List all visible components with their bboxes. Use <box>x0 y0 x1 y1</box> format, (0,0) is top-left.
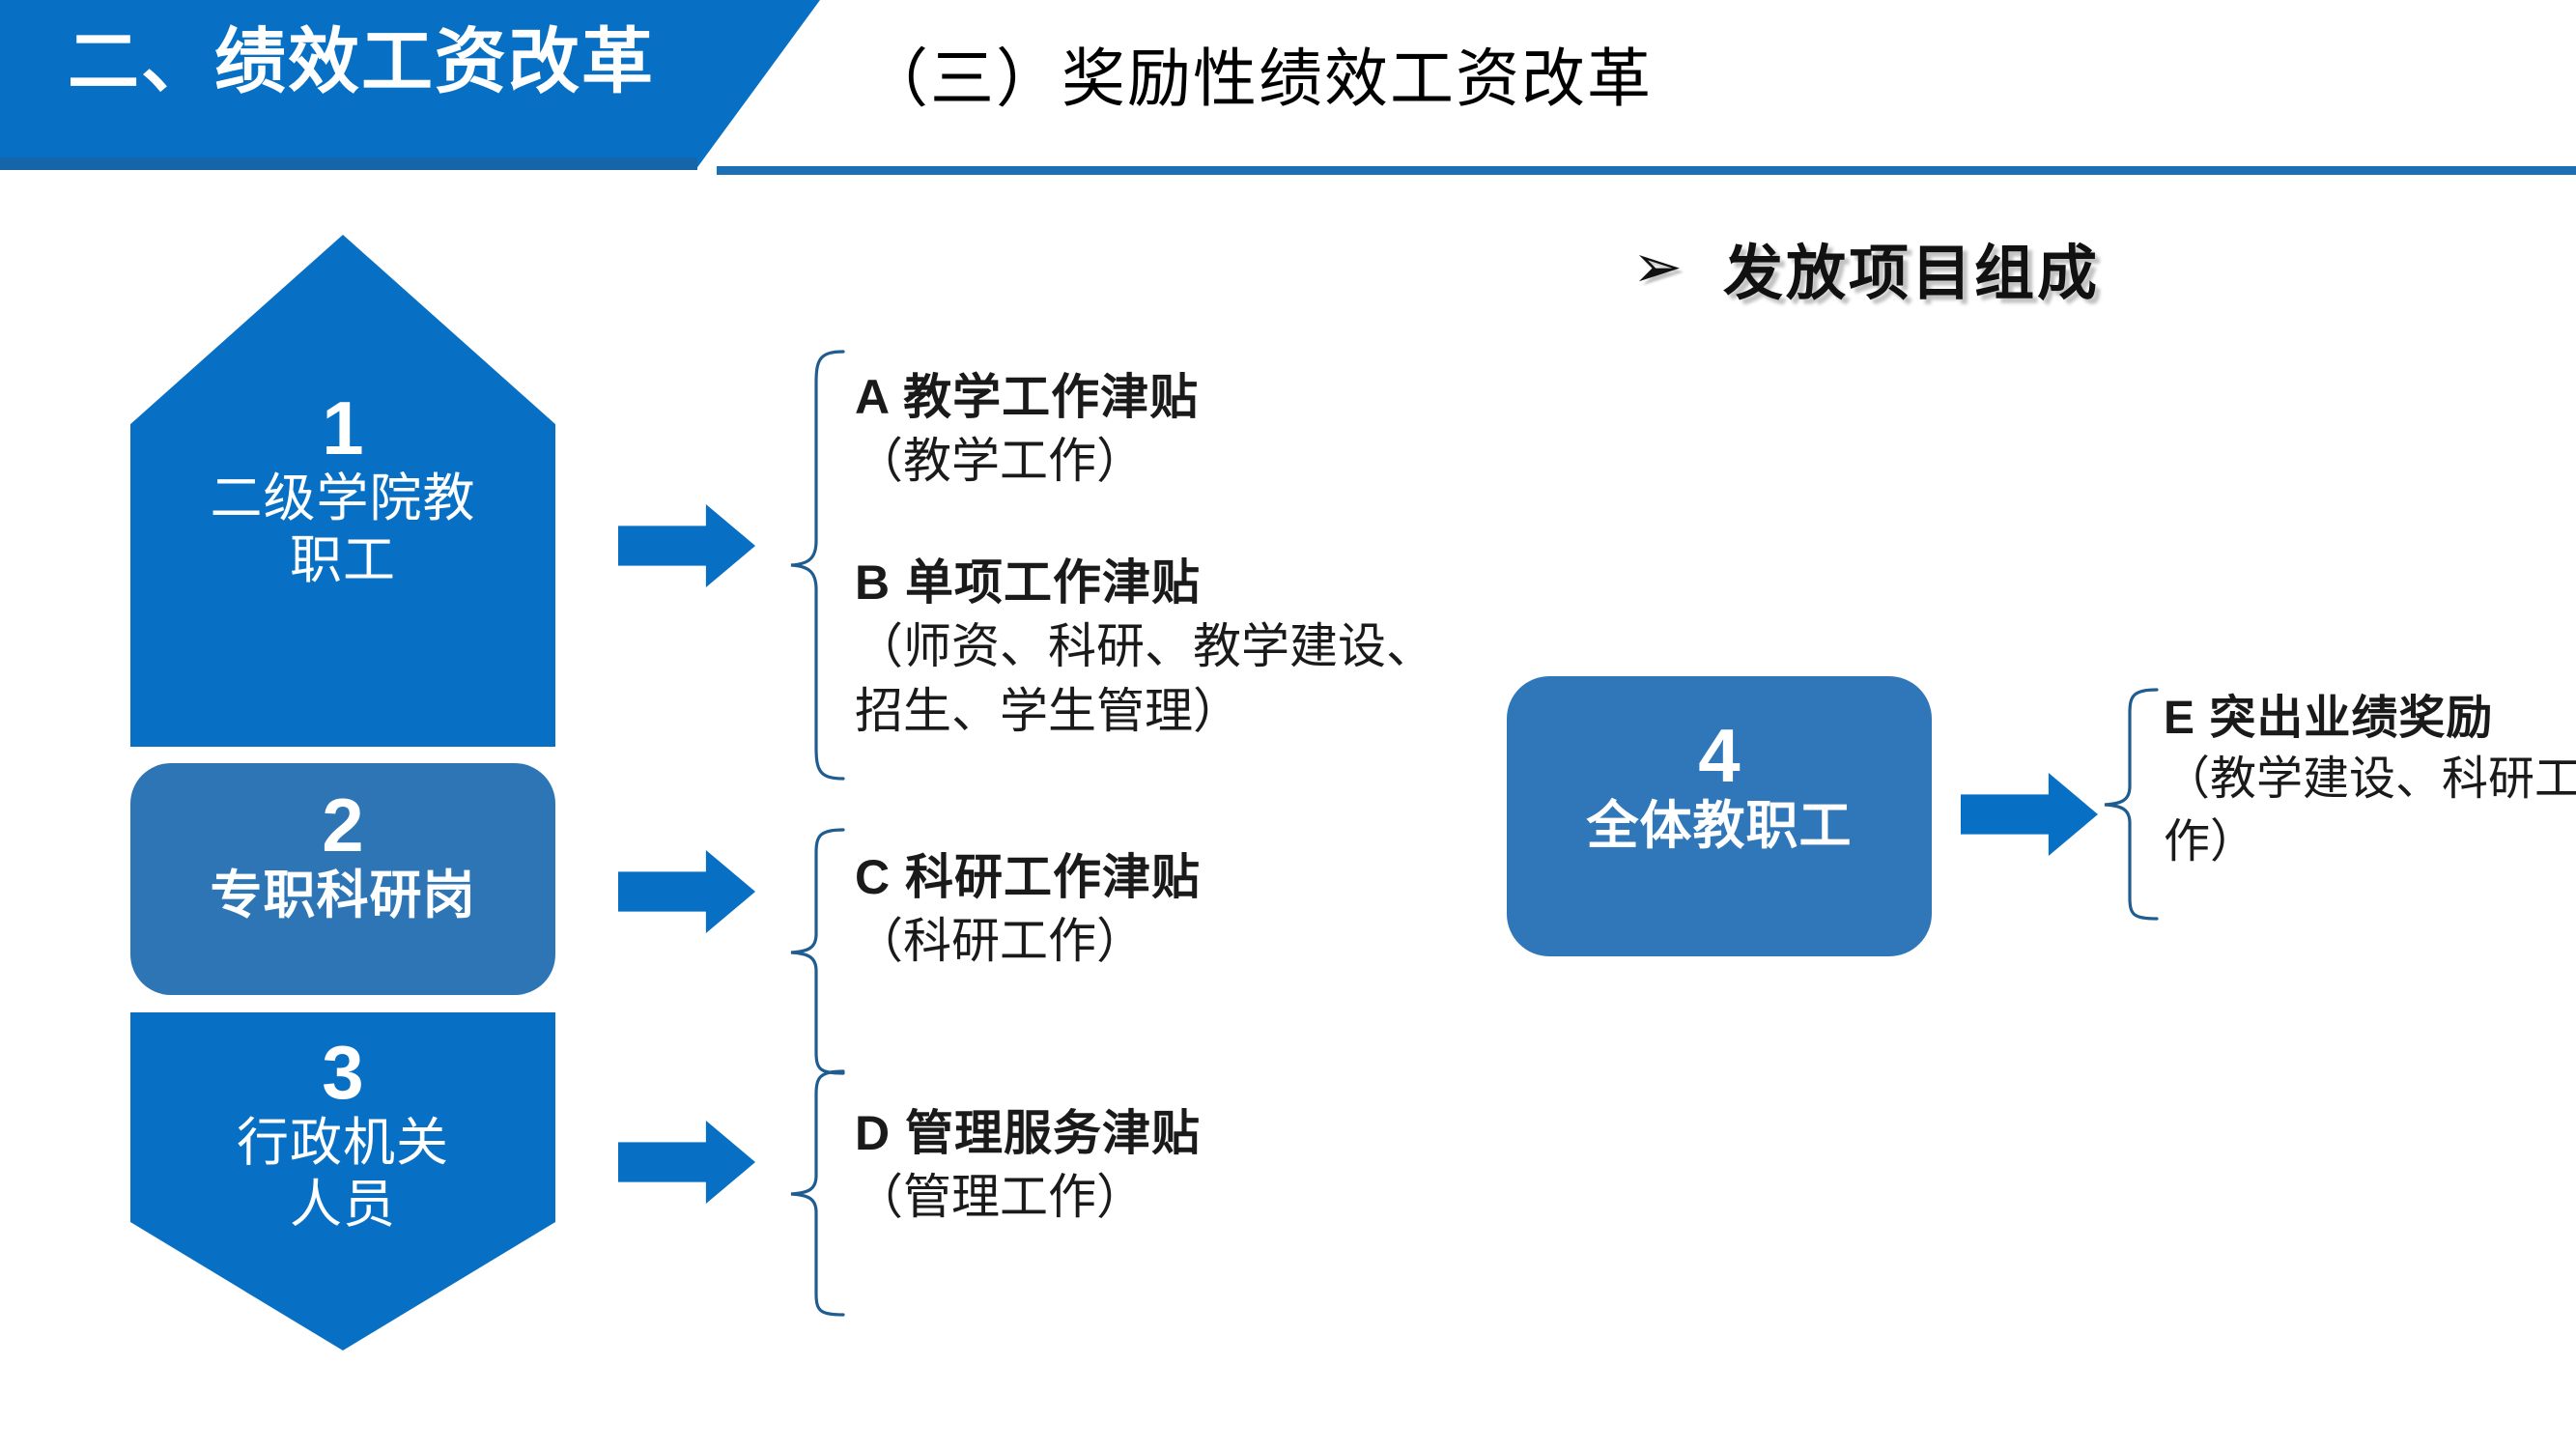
group-number-4: 4 <box>1698 713 1741 798</box>
item-b-title: B 单项工作津贴 <box>855 555 1201 610</box>
item-e-title: E 突出业绩奖励 <box>2164 693 2494 744</box>
group-number-1: 1 <box>322 385 364 470</box>
item-group-d: D 管理服务津贴 （管理工作） <box>855 1101 1454 1230</box>
group-caption-4-line1: 全体教职工 <box>1586 796 1853 855</box>
group-caption-2-line1: 专职科研岗 <box>210 866 476 924</box>
header-banner: 二、绩效工资改革 <box>0 0 820 170</box>
right-arrow-icon-2 <box>618 850 755 933</box>
group-shape-3[interactable]: 3 行政机关 人员 <box>130 1012 555 1350</box>
item-b-sub: （师资、科研、教学建设、招生、学生管理） <box>855 619 1434 738</box>
section-heading-label: 发放项目组成 <box>1722 241 2100 307</box>
item-d-title: D 管理服务津贴 <box>855 1106 1201 1160</box>
header-divider-rule <box>717 166 2576 175</box>
item-a-title: A 教学工作津贴 <box>855 370 1200 424</box>
header-banner-title: 二、绩效工资改革 <box>68 21 655 101</box>
right-arrow-icon-1 <box>618 504 755 587</box>
header-subtitle: （三）奖励性绩效工资改革 <box>864 43 1653 114</box>
curly-brace-icon-e <box>2101 686 2159 923</box>
group-shape-2[interactable]: 2 专职科研岗 <box>130 763 555 995</box>
group-shape-1[interactable]: 1 二级学院教 职工 <box>130 235 555 747</box>
header-banner-underbar <box>0 157 697 170</box>
group-number-2: 2 <box>322 782 364 867</box>
arrow-bullet-icon: ➢ <box>1632 234 1683 300</box>
group-shape-4[interactable]: 4 全体教职工 <box>1507 676 1932 956</box>
curly-brace-icon-d <box>787 1067 845 1319</box>
group-caption-1-line2: 职工 <box>290 530 396 589</box>
item-group-e: E 突出业绩奖励 （教学建设、科研工作） <box>2164 688 2576 873</box>
right-arrow-icon-3 <box>618 1121 755 1204</box>
section-heading: ➢ 发放项目组成 <box>1632 224 2100 311</box>
item-d-sub: （管理工作） <box>855 1170 1145 1224</box>
curly-brace-icon-ab <box>787 348 845 782</box>
item-e-sub: （教学建设、科研工作） <box>2164 753 2576 867</box>
item-a-sub: （教学工作） <box>855 434 1145 488</box>
item-group-b: B 单项工作津贴 （师资、科研、教学建设、招生、学生管理） <box>855 551 1454 744</box>
item-c-sub: （科研工作） <box>855 914 1145 968</box>
group-caption-3-line2: 人员 <box>290 1175 396 1234</box>
item-c-title: C 科研工作津贴 <box>855 850 1201 904</box>
group-caption-1-line1: 二级学院教 <box>210 469 476 527</box>
item-group-a: A 教学工作津贴 （教学工作） <box>855 365 1454 494</box>
right-arrow-icon-4 <box>1961 773 2098 856</box>
group-number-3: 3 <box>322 1030 364 1115</box>
group-caption-3-line1: 行政机关 <box>237 1113 449 1172</box>
item-group-c: C 科研工作津贴 （科研工作） <box>855 845 1454 974</box>
curly-brace-icon-c <box>787 826 845 1077</box>
